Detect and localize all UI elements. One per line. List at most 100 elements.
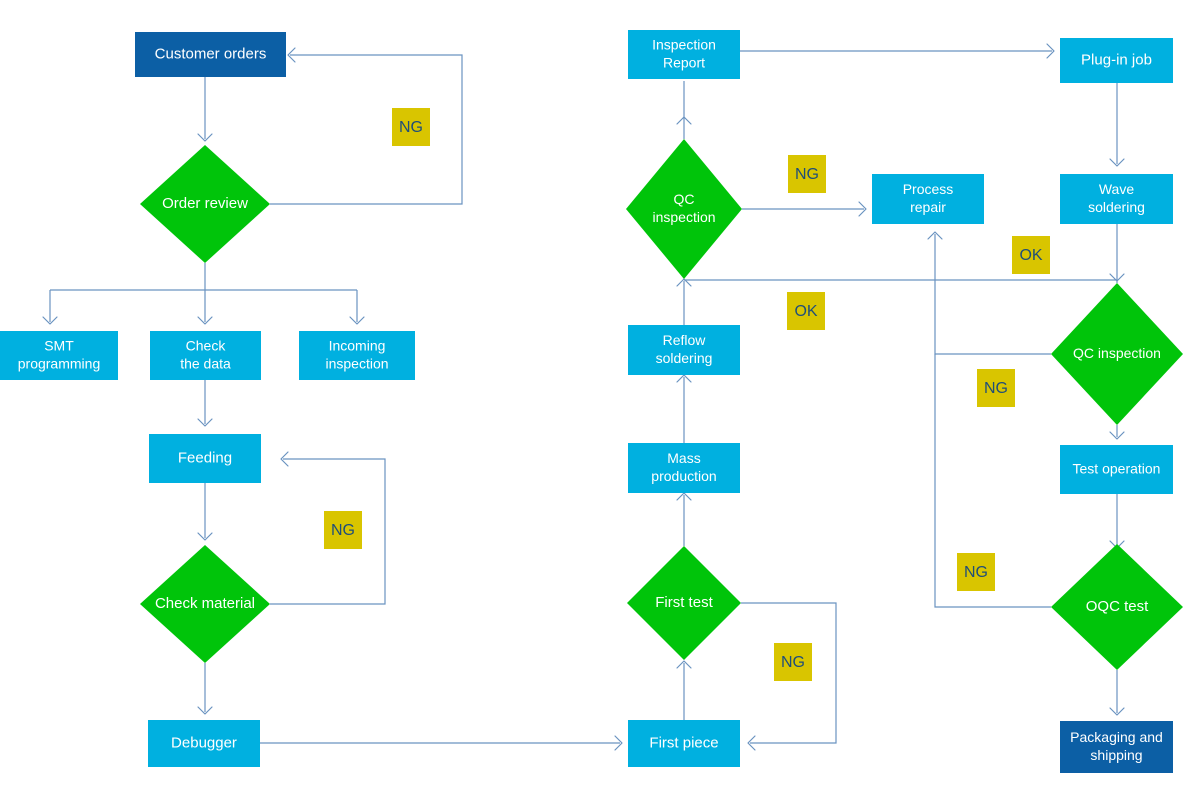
process-shape: [1060, 445, 1173, 494]
node-label-line: Report: [663, 54, 705, 70]
node-label-line: QC inspection: [1073, 345, 1161, 361]
node-label-line: Order review: [162, 195, 248, 212]
arrowhead: [1046, 43, 1055, 59]
connector-layer: [42, 43, 1125, 751]
badge-text: OK: [794, 303, 817, 320]
node-customer-orders[interactable]: Customer orders: [135, 32, 286, 77]
badge-shape: [774, 643, 812, 681]
node-label-line: Check: [186, 337, 227, 353]
arrowhead: [1109, 707, 1125, 716]
node-label-line: Reflow: [663, 332, 707, 348]
arrowhead: [1109, 431, 1125, 440]
node-process-repair[interactable]: Process repair: [872, 174, 984, 224]
arrowhead: [676, 116, 692, 125]
badge-text: NG: [984, 380, 1008, 397]
node-label-line: SMT: [44, 337, 74, 353]
badge-shape: [957, 553, 995, 591]
badge-shape: [977, 369, 1015, 407]
node-qc-inspection-2[interactable]: QC inspection: [1051, 283, 1183, 425]
node-label-debugger: Debugger: [171, 734, 237, 751]
process-shape: [1060, 38, 1173, 83]
process-shape: [1060, 174, 1173, 224]
node-label-line: Feeding: [178, 449, 232, 466]
node-label-line: production: [651, 468, 716, 484]
arrowhead: [1109, 158, 1125, 167]
arrowhead: [676, 660, 692, 669]
arrowhead: [1109, 273, 1125, 282]
node-label-oqc-test: OQC test: [1086, 598, 1149, 615]
node-first-piece[interactable]: First piece: [628, 720, 740, 767]
node-check-material[interactable]: Check material: [140, 545, 270, 663]
badge-text: NG: [781, 654, 805, 671]
node-label-line: Process: [903, 181, 954, 197]
badge-text: OK: [1019, 247, 1042, 264]
badge-text: NG: [399, 119, 423, 136]
arrowhead: [614, 735, 623, 751]
decision-shape: [140, 145, 270, 263]
process-shape: [299, 331, 415, 380]
node-oqc-test[interactable]: OQC test: [1051, 544, 1183, 670]
node-label-qc-inspection-1: QC inspection: [652, 191, 715, 225]
terminal-shape: [135, 32, 286, 77]
decision-shape: [140, 545, 270, 663]
node-order-review[interactable]: Order review: [140, 145, 270, 263]
node-label-line: Inspection: [652, 36, 716, 52]
node-label-line: soldering: [1088, 199, 1145, 215]
node-label-line: inspection: [652, 209, 715, 225]
node-label-process-repair: Process repair: [903, 181, 954, 215]
decision-shape: [1051, 283, 1183, 425]
process-shape: [149, 434, 261, 483]
node-label-line: inspection: [325, 355, 388, 371]
process-shape: [150, 331, 261, 380]
node-feeding[interactable]: Feeding: [149, 434, 261, 483]
conn-check-material-ng-loop: [270, 458, 386, 605]
node-label-line: Customer orders: [155, 45, 267, 62]
node-label-line: Test operation: [1073, 460, 1161, 476]
node-plug-in-job[interactable]: Plug-in job: [1060, 38, 1173, 83]
node-first-test[interactable]: First test: [627, 546, 741, 660]
badge-shape: [1012, 236, 1050, 274]
arrowhead: [349, 316, 365, 325]
conn-oqc-ng-loop: [934, 354, 1051, 608]
node-label-line: shipping: [1090, 747, 1142, 763]
node-label-line: QC: [674, 191, 695, 207]
node-test-operation[interactable]: Test operation: [1060, 445, 1173, 494]
node-label-line: First piece: [649, 734, 718, 751]
badge-ng-oqc: NG: [957, 553, 995, 591]
arrowhead: [197, 133, 213, 142]
node-qc-inspection-1[interactable]: QC inspection: [626, 139, 742, 279]
process-shape: [628, 325, 740, 375]
connector-line: [934, 280, 1051, 355]
badge-shape: [324, 511, 362, 549]
connector-line: [934, 354, 1051, 608]
badge-ng-first-test: NG: [774, 643, 812, 681]
badge-text: NG: [795, 166, 819, 183]
arrowhead: [927, 231, 943, 240]
decision-shape: [627, 546, 741, 660]
process-shape: [0, 331, 118, 380]
arrowhead: [287, 47, 296, 63]
node-label-line: repair: [910, 199, 946, 215]
process-shape: [148, 720, 260, 767]
badge-ng-qc2: NG: [977, 369, 1015, 407]
arrowhead: [197, 316, 213, 325]
process-shape: [628, 720, 740, 767]
node-debugger[interactable]: Debugger: [148, 720, 260, 767]
node-label-feeding: Feeding: [178, 449, 232, 466]
arrowhead: [747, 735, 756, 751]
